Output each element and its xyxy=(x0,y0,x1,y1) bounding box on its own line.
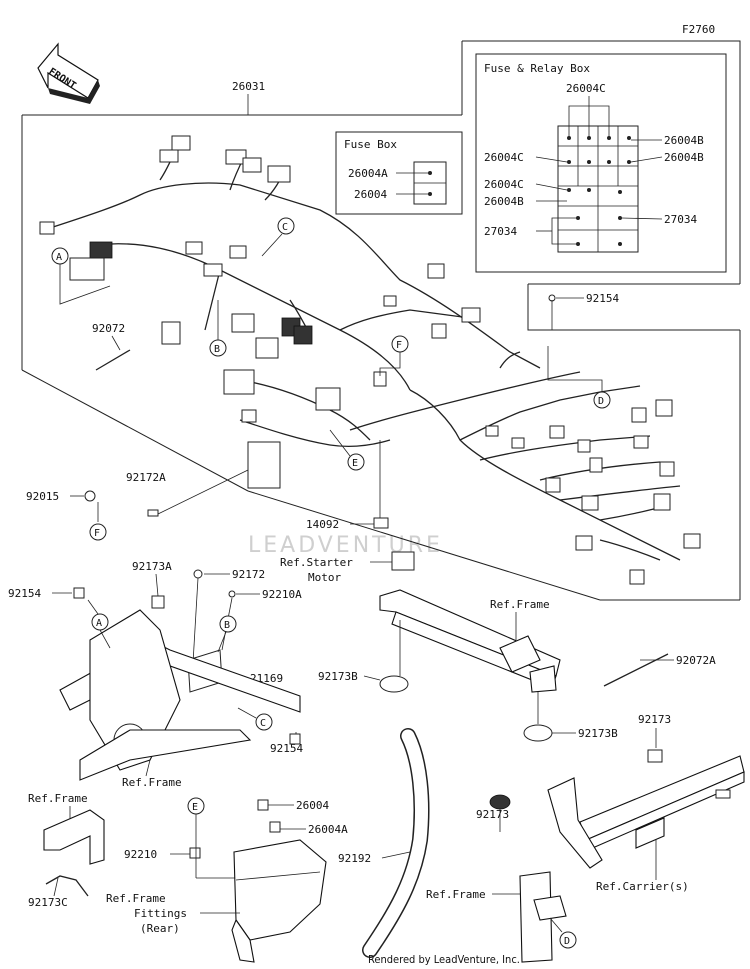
svg-text:B: B xyxy=(214,344,220,355)
label-92173C: 92173C xyxy=(28,896,68,909)
footer-credit: Rendered by LeadVenture, Inc. xyxy=(368,953,520,966)
diagram-code: F2760 xyxy=(682,23,715,36)
svg-text:A: A xyxy=(96,618,102,629)
fuse-relay-label-26004C-l1: 26004C xyxy=(484,151,524,164)
fuse-relay-box-title: Fuse & Relay Box xyxy=(484,62,590,75)
callout-e-bottom: E xyxy=(187,797,205,836)
label-ref-fittings-1: Ref.Frame xyxy=(106,892,166,905)
label-92173A: 92173A xyxy=(132,560,172,573)
fuse-relay-box-inset: Fuse & Relay Box 26004C 26004B 26004C 26… xyxy=(475,53,727,273)
label-92173B-2: 92173B xyxy=(578,727,618,740)
label-ref-frame-br: Ref.Frame xyxy=(426,888,486,901)
label-92210A: 92210A xyxy=(262,588,302,601)
label-ref-starter-1: Ref.Starter xyxy=(280,556,353,569)
label-ref-frame-left: Ref.Frame xyxy=(122,776,182,789)
fuse-relay-label-27034-r: 27034 xyxy=(664,213,697,226)
callout-f-bottom: F xyxy=(89,523,107,541)
callout-a-bottom: A xyxy=(87,599,111,649)
label-92210: 92210 xyxy=(124,848,157,861)
label-92154-bottom: 92154 xyxy=(270,742,303,755)
svg-text:F: F xyxy=(94,528,100,539)
middle-frame xyxy=(379,589,561,693)
label-92015: 92015 xyxy=(26,490,59,503)
fuse-relay-label-26004B-r1: 26004B xyxy=(664,134,704,147)
svg-text:B: B xyxy=(224,620,230,631)
callout-d-bottom: D xyxy=(549,917,577,949)
label-ref-frame-mid: Ref.Frame xyxy=(490,598,550,611)
bracket-bottom-left xyxy=(43,809,105,865)
fuse-box-label-26004A: 26004A xyxy=(348,167,388,180)
label-92173B-1: 92173B xyxy=(318,670,358,683)
callout-d-top: D xyxy=(547,346,611,409)
fuse-box-label-26004: 26004 xyxy=(354,188,387,201)
svg-text:A: A xyxy=(56,252,62,263)
carrier-frame xyxy=(547,755,745,869)
label-92154-top: 92154 xyxy=(586,292,619,305)
label-92172A: 92172A xyxy=(126,471,166,484)
left-frame xyxy=(59,609,301,781)
svg-text:F: F xyxy=(396,340,402,351)
callout-b-top: B xyxy=(209,300,227,357)
harness-outline xyxy=(21,40,741,601)
svg-text:D: D xyxy=(598,396,604,407)
label-92173-2: 92173 xyxy=(476,808,509,821)
label-ref-fittings-3: (Rear) xyxy=(140,922,180,935)
svg-text:C: C xyxy=(260,718,266,729)
label-14092: 14092 xyxy=(306,518,339,531)
svg-text:E: E xyxy=(352,458,358,469)
label-ref-starter-2: Motor xyxy=(308,571,341,584)
label-92154-left: 92154 xyxy=(8,587,41,600)
label-ref-carrier: Ref.Carrier(s) xyxy=(596,880,689,893)
harness-connectors xyxy=(39,135,701,585)
label-ref-fittings-2: Fittings xyxy=(134,907,187,920)
label-92072: 92072 xyxy=(92,322,125,335)
svg-text:E: E xyxy=(192,802,198,813)
label-26031: 26031 xyxy=(232,80,265,93)
callout-c-bottom: C xyxy=(237,707,273,731)
fuse-relay-label-26004C-l2: 26004C xyxy=(484,178,524,191)
fuse-box-inset: Fuse Box 26004A 26004 xyxy=(335,131,463,215)
fuse-box-title: Fuse Box xyxy=(344,138,397,151)
fuse-relay-label-26004B-l: 26004B xyxy=(484,195,524,208)
label-92172: 92172 xyxy=(232,568,265,581)
front-arrow: FRONT xyxy=(37,42,100,104)
label-92072A: 92072A xyxy=(676,654,716,667)
bracket-bottom-right xyxy=(519,871,567,963)
label-92192: 92192 xyxy=(338,852,371,865)
label-26004A: 26004A xyxy=(308,823,348,836)
label-ref-frame-bl: Ref.Frame xyxy=(28,792,88,805)
label-92173-1: 92173 xyxy=(638,713,671,726)
svg-text:C: C xyxy=(282,222,288,233)
callout-e-top: E xyxy=(329,429,365,471)
callout-c-top: C xyxy=(261,217,295,257)
svg-text:D: D xyxy=(564,936,570,947)
callout-b-bottom: B xyxy=(217,615,237,653)
callout-a-top: A xyxy=(51,247,111,305)
fuse-relay-label-26004C-top: 26004C xyxy=(566,82,606,95)
label-26004: 26004 xyxy=(296,799,329,812)
rear-fittings xyxy=(231,839,327,963)
callout-f-top: F xyxy=(379,335,409,376)
fuse-relay-label-26004B-r2: 26004B xyxy=(664,151,704,164)
fuse-relay-label-27034-l: 27034 xyxy=(484,225,517,238)
